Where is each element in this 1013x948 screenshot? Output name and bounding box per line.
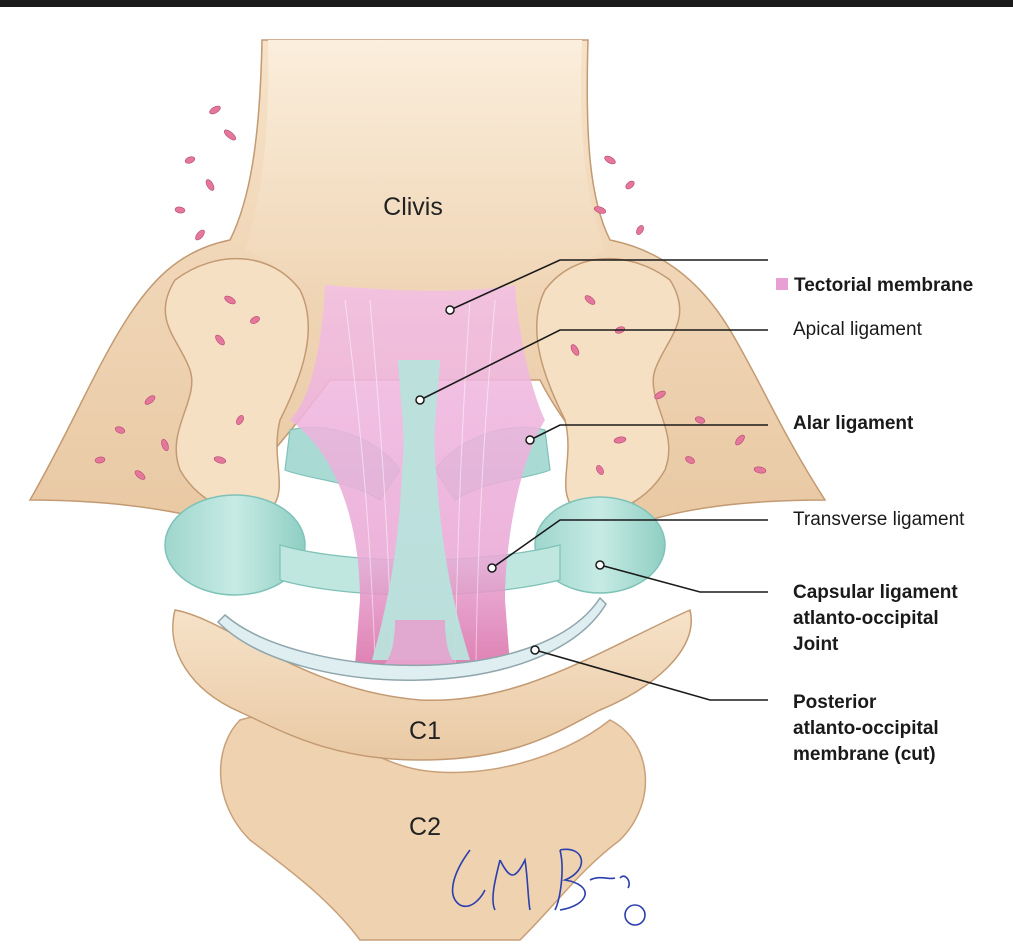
c2-vertebra [219,715,647,941]
marrow-speckles-right [570,155,767,475]
c1-label: C1 [409,717,441,745]
label-alar-ligament: Alar ligament [793,413,914,434]
c1-vertebra [172,608,693,761]
label-posterior-membrane: Posterior atlanto-occipital membrane (cu… [793,692,939,765]
c2-label: C2 [409,813,441,841]
apical-ligament [372,360,470,660]
leader-apical [419,329,768,401]
leader-transverse [491,519,768,569]
top-border-rule [0,0,1013,7]
marrow-speckles-left [94,105,260,480]
right-capsular-ligament [534,496,666,594]
tectorial-text: Tectorial membrane [794,275,974,296]
leader-capsular [599,564,768,593]
label-apical-ligament: Apical ligament [793,319,922,340]
label-tectorial-membrane: Tectorial membrane [776,247,973,299]
leader-alar [529,424,768,441]
artist-signature [451,848,646,926]
posterior-atlanto-occipital-membrane [216,596,607,681]
left-capsular-ligament [164,494,306,596]
label-capsular-ligament: Capsular ligament atlanto-occipital Join… [793,582,958,655]
leader-posterior [534,649,768,701]
clivis-label: Clivis [383,193,443,221]
leader-tectorial [449,259,768,311]
label-transverse-ligament: Transverse ligament [793,509,965,530]
tectorial-swatch [776,278,788,290]
dens-tip [378,620,462,668]
clivus [245,40,605,330]
leader-lines [419,259,768,701]
leader-dots [415,305,605,655]
